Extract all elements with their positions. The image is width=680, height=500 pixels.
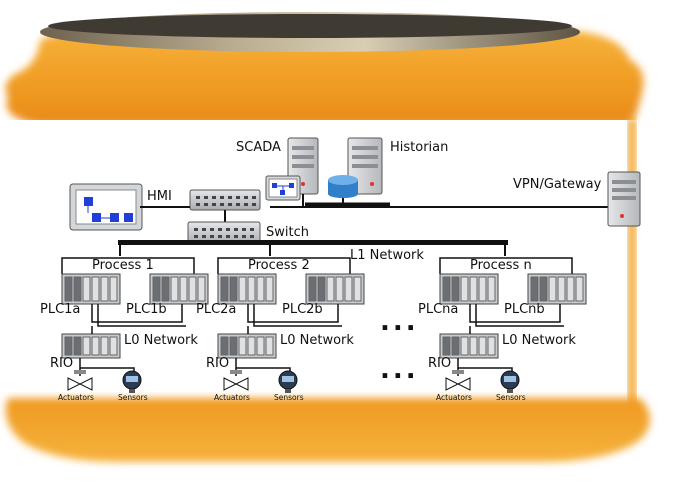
hmi-label: HMI xyxy=(147,189,172,204)
jar-lid-top xyxy=(48,14,572,38)
plc-a-icon[interactable] xyxy=(61,273,121,305)
plc-b-label: PLC2b xyxy=(282,302,323,317)
process-label: Process 2 xyxy=(248,258,310,273)
jar-top-band xyxy=(5,30,644,125)
sensors-label: Sensors xyxy=(274,393,304,402)
upper-switch-icon[interactable] xyxy=(189,189,261,211)
actuators-label: Actuators xyxy=(214,393,250,402)
vpn-label: VPN/Gateway xyxy=(513,177,602,192)
scada-label: SCADA xyxy=(236,140,281,155)
scada-monitor-icon xyxy=(265,175,301,201)
plc-b-label: PLCnb xyxy=(504,302,545,317)
plc-b-icon[interactable] xyxy=(149,273,209,305)
process-label: Process 1 xyxy=(92,258,154,273)
plc-b-icon[interactable] xyxy=(305,273,365,305)
jar-right-edge xyxy=(628,118,636,408)
l1-network-bus xyxy=(118,240,508,245)
plc-a-label: PLC2a xyxy=(196,302,236,317)
vpn-gateway-server-icon[interactable] xyxy=(607,171,641,227)
plc-a-icon[interactable] xyxy=(217,273,277,305)
switch-label: Switch xyxy=(266,225,309,240)
plc-b-label: PLC1b xyxy=(126,302,167,317)
plc-a-label: PLC1a xyxy=(40,302,80,317)
hmi-icon[interactable] xyxy=(69,183,143,231)
ellipsis-upper: ... xyxy=(380,307,419,337)
process-bracket xyxy=(439,257,573,274)
plc-b-icon[interactable] xyxy=(527,273,587,305)
actuator-valve-icon xyxy=(445,368,471,391)
sensors-label: Sensors xyxy=(118,393,148,402)
historian-label: Historian xyxy=(390,140,448,155)
sensors-label: Sensors xyxy=(496,393,526,402)
l1-network-label: L1 Network xyxy=(350,248,424,263)
sensor-icon xyxy=(122,370,142,393)
l0-network-label: L0 Network xyxy=(502,333,576,348)
actuator-valve-icon xyxy=(223,368,249,391)
actuators-label: Actuators xyxy=(436,393,472,402)
actuator-valve-icon xyxy=(67,368,93,391)
process-bracket xyxy=(61,257,195,274)
l0-network-label: L0 Network xyxy=(124,333,198,348)
sensor-icon xyxy=(500,370,520,393)
l0-network-label: L0 Network xyxy=(280,333,354,348)
sensor-icon xyxy=(278,370,298,393)
database-icon xyxy=(328,175,358,205)
rio-icon[interactable] xyxy=(217,333,277,359)
ellipsis-lower: ... xyxy=(380,355,419,385)
rio-icon[interactable] xyxy=(61,333,121,359)
rio-icon[interactable] xyxy=(439,333,499,359)
rio-label: RIO xyxy=(206,356,229,371)
actuators-label: Actuators xyxy=(58,393,94,402)
rio-label: RIO xyxy=(50,356,73,371)
process-bracket xyxy=(217,257,351,274)
rio-label: RIO xyxy=(428,356,451,371)
jar xyxy=(5,12,650,462)
process-label: Process n xyxy=(470,258,532,273)
plc-a-icon[interactable] xyxy=(439,273,499,305)
plc-a-label: PLCna xyxy=(418,302,458,317)
jar-bottom-band xyxy=(5,398,650,462)
